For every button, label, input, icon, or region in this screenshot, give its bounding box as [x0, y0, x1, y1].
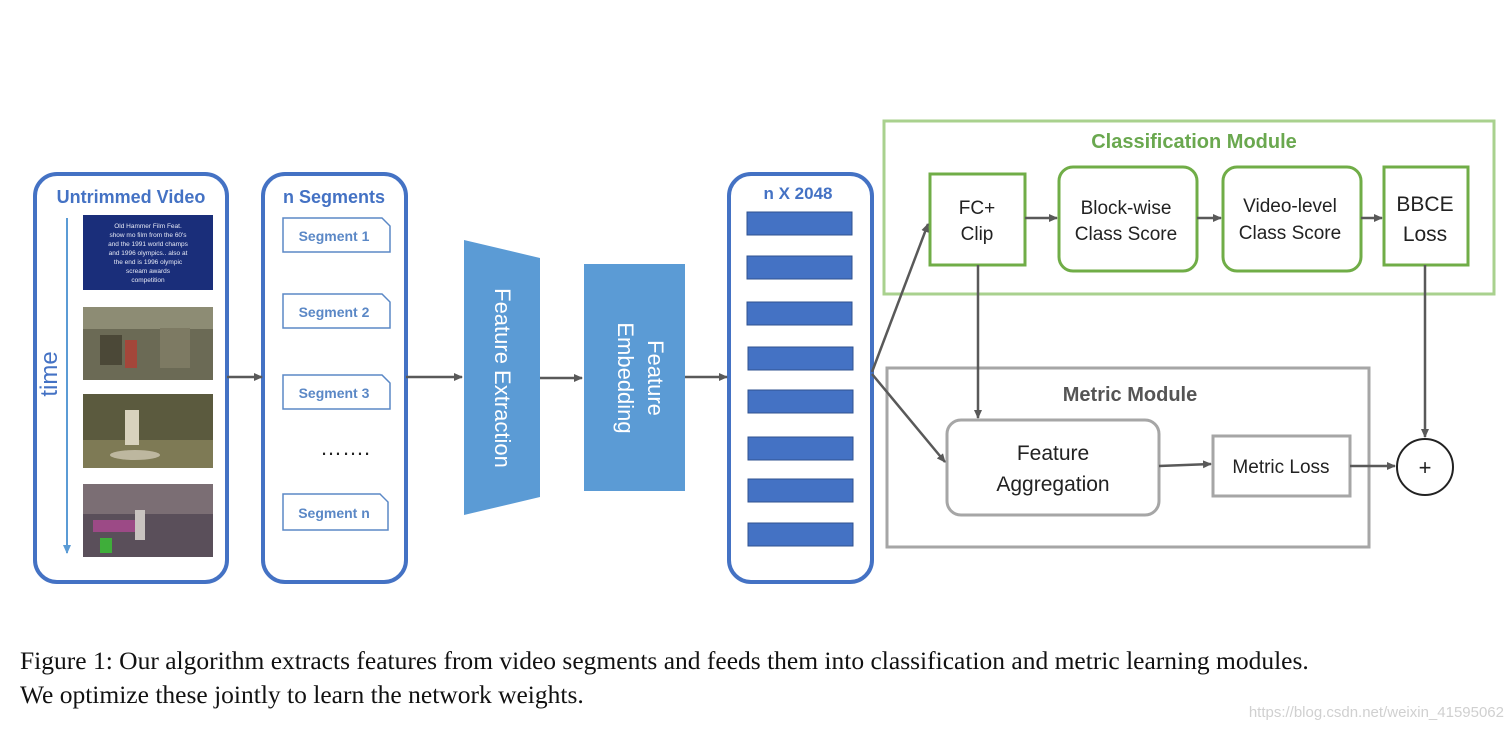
- video-panel-title: Untrimmed Video: [57, 187, 206, 207]
- video-level-label-line1: Video-level: [1243, 196, 1337, 217]
- segment-label-2: Segment 2: [299, 304, 370, 320]
- feature-extraction-block: Feature Extraction: [464, 240, 540, 515]
- video-frame-1: Old Hammer Film Feat. show mo film from t…: [83, 215, 213, 290]
- watermark: https://blog.csdn.net/weixin_41595062: [1248, 704, 1504, 721]
- feature-vector-bar: [747, 478, 854, 503]
- segment-label-1: Segment 1: [299, 228, 370, 244]
- frame1-text-line: Old Hammer Film Feat.: [114, 223, 182, 230]
- segment-label-n: Segment n: [298, 505, 370, 521]
- frame1-title-text: Old Hammer Film Feat. show mo film from t…: [108, 223, 189, 284]
- fc-clip-label-line1: FC+: [959, 198, 995, 219]
- video-level-label-line2: Class Score: [1239, 223, 1341, 244]
- feature-extraction-label: Feature Extraction: [490, 288, 515, 468]
- caption-line-1: Figure 1: Our algorithm extracts feature…: [20, 646, 1309, 675]
- metric-module-title: Metric Module: [1063, 384, 1197, 406]
- bbce-loss-label-line2: Loss: [1403, 223, 1447, 246]
- video-frame-2: [83, 307, 213, 380]
- bbce-loss-label-line1: BBCE: [1396, 193, 1453, 216]
- segment-item: Segment n: [282, 493, 389, 531]
- arrow-aggregation-to-metric-loss: [1158, 460, 1212, 469]
- segment-item: Segment 2: [282, 293, 391, 329]
- flow-arrows: [227, 214, 1429, 470]
- classification-module-title: Classification Module: [1091, 131, 1297, 153]
- feature-vector-bar: [746, 211, 853, 236]
- sum-symbol: +: [1419, 455, 1432, 480]
- frame1-text-line: and 1996 olympics.. also at: [109, 250, 188, 257]
- feature-aggregation-label-line1: Feature: [1017, 442, 1089, 465]
- segment-item: Segment 1: [282, 217, 391, 253]
- video-frame-4: [83, 484, 213, 557]
- caption-line-2: We optimize these jointly to learn the n…: [20, 680, 584, 709]
- untrimmed-video-panel: Untrimmed Video time Old Hammer Film Fea…: [33, 172, 229, 584]
- feature-vector-bar: [747, 436, 854, 461]
- feature-vector-bar: [746, 301, 853, 326]
- classification-module: Classification Module FC+ Clip Block-wis…: [882, 119, 1496, 296]
- segments-panel: n Segments Segment 1 Segment 2 Segment 3…: [261, 172, 408, 584]
- feature-embedding-block: Feature Embedding: [584, 264, 685, 491]
- time-label: time: [36, 351, 63, 396]
- feature-vectors-panel: n X 2048: [727, 172, 874, 584]
- feature-embedding-label-line2: Embedding: [613, 322, 638, 433]
- block-wise-label-line2: Class Score: [1075, 224, 1177, 245]
- segments-ellipsis: …….: [320, 435, 370, 460]
- frame1-text-line: and the 1991 world champs: [108, 241, 189, 248]
- feature-aggregation-label-line2: Aggregation: [996, 473, 1109, 496]
- segment-label-3: Segment 3: [299, 385, 370, 401]
- frame1-text-line: scream awards: [126, 268, 171, 275]
- video-frame-3: [83, 394, 213, 468]
- fc-clip-label-line2: Clip: [961, 224, 994, 245]
- arrow-features-to-aggregation: [871, 373, 946, 463]
- feature-aggregation-box: Feature Aggregation: [945, 418, 1161, 517]
- metric-module-border: [885, 366, 1371, 549]
- feature-vector-bar: [747, 522, 854, 547]
- segment-item: Segment 3: [282, 374, 391, 410]
- feature-vector-bar: [747, 389, 854, 414]
- bbce-loss-box: BBCE Loss: [1382, 165, 1470, 267]
- arrow-features-to-fc-clip: [870, 223, 930, 373]
- feature-vector-bar: [746, 255, 853, 280]
- sum-node: +: [1396, 438, 1454, 496]
- classification-module-border: [882, 119, 1496, 296]
- features-panel-title: n X 2048: [764, 184, 833, 203]
- fc-clip-box: FC+ Clip: [928, 172, 1027, 267]
- block-wise-score-box: Block-wise Class Score: [1057, 165, 1199, 273]
- feature-vector-bar: [747, 346, 854, 371]
- frame1-text-line: the end is 1996 olympic: [114, 259, 183, 266]
- segments-panel-title: n Segments: [283, 187, 385, 207]
- metric-loss-label: Metric Loss: [1232, 457, 1329, 478]
- figure-caption: Figure 1: Our algorithm extracts feature…: [20, 644, 1500, 712]
- video-level-score-box: Video-level Class Score: [1221, 165, 1363, 273]
- metric-loss-box: Metric Loss: [1211, 434, 1352, 498]
- block-wise-label-line1: Block-wise: [1081, 198, 1172, 219]
- feature-embedding-label-line1: Feature: [643, 340, 668, 416]
- frame1-text-line: competition: [131, 277, 165, 284]
- metric-module: Metric Module Feature Aggregation Metric…: [885, 366, 1371, 549]
- frame1-text-line: show mo film from the 60's: [109, 232, 187, 239]
